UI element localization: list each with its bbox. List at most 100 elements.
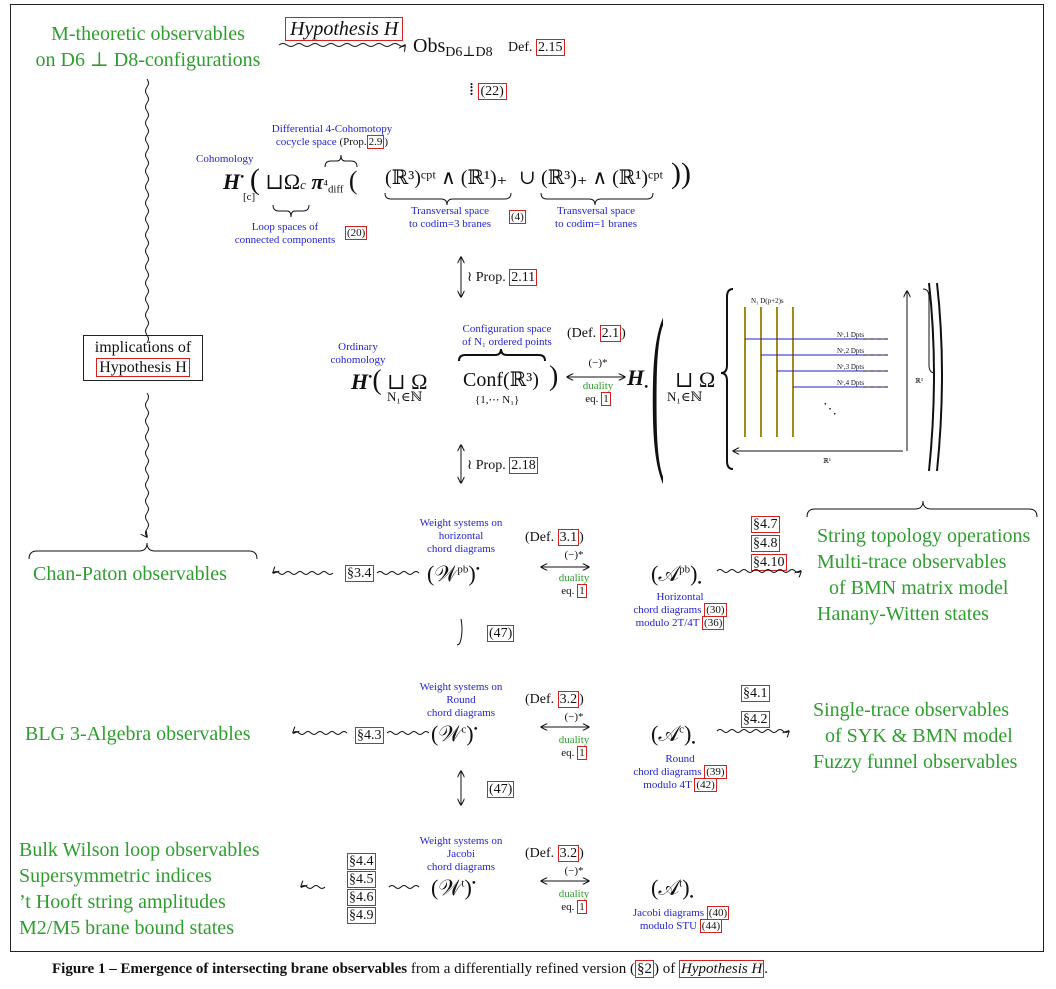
implications-line-1: implications of <box>94 339 192 356</box>
sec-4-6: §4.6 <box>347 889 376 906</box>
row5-weight-1: Weight systems on <box>419 835 503 847</box>
row3-weight-3: chord diagrams <box>426 543 496 555</box>
row2-close: ) <box>549 361 559 392</box>
caption-label: Figure 1 – Emergence of intersecting bra… <box>52 961 408 977</box>
row2-def-ref: 2.1 <box>599 325 622 342</box>
row3-duality: (−)* duality eq. 1 <box>549 549 599 598</box>
obs-sub: D6⊥D8 <box>445 45 493 60</box>
row3-weight-2: horizontal <box>438 530 484 542</box>
brane-bracket-right <box>928 282 935 472</box>
ref-42: (42) <box>694 778 717 792</box>
r3cpt-expr: (ℝ³)ᶜᵖᵗ ∧ (ℝ¹)₊ <box>385 167 508 189</box>
diff-label-2: cocycle space <box>275 136 337 148</box>
close-paren: )) <box>671 157 691 190</box>
dpts-4: Nᶜ,4 Dpts <box>837 379 865 387</box>
brane-brace-right <box>922 288 936 374</box>
config-space-label: Configuration space of N₁ ordered points <box>447 323 567 349</box>
bulk-wilson: Bulk Wilson loop observables <box>19 839 260 861</box>
brane-dots: ⋱ <box>823 402 837 417</box>
row5-def-ref: 3.2 <box>557 845 580 862</box>
diagram-lines <box>28 43 1038 889</box>
m-theoretic-title: M-theoretic observables on D6 ⊥ D8-confi… <box>23 21 273 73</box>
row2-duality-word: duality <box>582 380 614 392</box>
ref-47-b: (47) <box>487 781 515 798</box>
row3-eq-ref: 1 <box>577 584 587 598</box>
row2-duality: (−)* duality eq. 1 <box>573 357 623 406</box>
ref-20: (20) <box>345 226 368 240</box>
figure-frame: M-theoretic observables on D6 ⊥ D8-confi… <box>10 4 1044 952</box>
transversal3-label: Transversal space to codim=3 branes <box>395 205 505 231</box>
ref-36: (36) <box>702 616 725 630</box>
wavy-row5-mid <box>388 885 420 889</box>
m2m5: M2/M5 brane bound states <box>19 917 234 939</box>
blg-label: BLG 3-Algebra observables <box>25 723 251 745</box>
bmn-matrix: of BMN matrix model <box>829 577 1009 599</box>
nf-sub-right: N₁∈ℕ <box>667 389 703 404</box>
thooft: ’t Hooft string amplitudes <box>19 891 226 913</box>
row3-weight-label: Weight systems on horizontal chord diagr… <box>411 517 511 556</box>
row5-weight-label: Weight systems on Jacobi chord diagrams <box>411 835 511 874</box>
ref-4: (4) <box>509 210 526 224</box>
row3-def: (Def. 3.1) <box>525 529 584 546</box>
row5-def: (Def. 3.2) <box>525 845 584 862</box>
row4-weight-label: Weight systems on Round chord diagrams <box>411 681 511 720</box>
trans3-1: Transversal space <box>410 205 490 217</box>
trans1-2: to codim=1 branes <box>555 218 637 230</box>
big-paren-left: ( <box>651 279 665 487</box>
config-1: Configuration space <box>462 323 552 335</box>
row3-chord-1: Horizontal <box>656 591 704 603</box>
brane-brace-left <box>720 288 734 470</box>
obs-def-ref: 2.15 <box>536 39 565 56</box>
prop-label: (Prop. <box>339 136 367 148</box>
r3plus-expr: (ℝ³)₊ ∧ (ℝ¹)ᶜᵖᵗ <box>541 167 664 189</box>
c-subscript: [c] <box>243 191 256 203</box>
caption-hypothesis: Hypothesis H <box>679 960 765 978</box>
row4-chord-1: Round <box>665 753 695 765</box>
loop-label-1: Loop spaces of <box>251 221 319 233</box>
row4-def-label: (Def. <box>525 692 555 707</box>
row4-dual-top: (−)* <box>564 711 584 723</box>
row5-duality: (−)* duality eq. 1 <box>549 865 599 914</box>
row5-left-labels: Bulk Wilson loop observables Supersymmet… <box>19 837 259 941</box>
cohomology-label: Cohomology <box>196 153 254 165</box>
hypothesis-box: Hypothesis H <box>285 17 404 41</box>
diff-cohomotopy-label: Differential 4-Cohomotopy cocycle space … <box>267 123 397 149</box>
r1-label: ℝ¹ <box>823 457 831 465</box>
wavy-row3-mid <box>376 571 420 575</box>
fuzzy-funnel: Fuzzy funnel observables <box>813 751 1018 773</box>
row4-chord-2: chord diagrams <box>633 766 702 778</box>
ord-1: Ordinary <box>338 341 378 353</box>
row5-weight-3: chord diagrams <box>426 861 496 873</box>
row5-chord-1: Jacobi diagrams <box>632 907 705 919</box>
r3-label: ℝ³ <box>915 377 923 385</box>
brace-loop <box>272 204 310 218</box>
susy-indices: Supersymmetric indices <box>19 865 212 887</box>
brane-bracket-right-2 <box>936 282 943 472</box>
row4-eq: eq. <box>561 747 575 759</box>
wavy-vertical-2 <box>146 392 149 537</box>
union-symbol: ∪ <box>519 167 536 189</box>
row2-eq-ref: 1 <box>601 392 611 406</box>
sec-4-1: §4.1 <box>741 685 770 702</box>
conf-expr: Conf(ℝ³) <box>463 369 539 391</box>
syk-bmn: of SYK & BMN model <box>825 725 1013 747</box>
row3-def-label: (Def. <box>525 530 555 545</box>
row3-secs: §4.7 §4.8 §4.10 <box>751 515 787 572</box>
chan-paton-label: Chan-Paton observables <box>33 563 227 585</box>
row1-expression: H• ( ⊔Ωc π⁴diff ( <box>223 163 358 196</box>
conf-sub: {1,⋯ N₁} <box>475 394 520 406</box>
row5-weight-2: Jacobi <box>446 848 476 860</box>
caption-ref: §2 <box>635 960 655 978</box>
wavy-row4-left <box>293 732 348 735</box>
row4-weight-2: Round <box>446 694 476 706</box>
sec-4-7: §4.7 <box>751 516 780 533</box>
caption-mid2: ) of <box>654 961 680 977</box>
a-pb: (𝒜pb)• <box>651 561 702 590</box>
row5-dual-top: (−)* <box>564 865 584 877</box>
wavy-row5-left <box>301 886 326 889</box>
row5-secs: §4.4 §4.5 §4.6 §4.9 <box>347 853 376 925</box>
row4-eq-ref: 1 <box>577 746 587 760</box>
w-pb: (𝒲pb)• <box>427 561 480 586</box>
title-line-2: on D6 ⊥ D8-configurations <box>35 49 261 71</box>
omega-right: ⊔ Ω <box>675 367 716 392</box>
